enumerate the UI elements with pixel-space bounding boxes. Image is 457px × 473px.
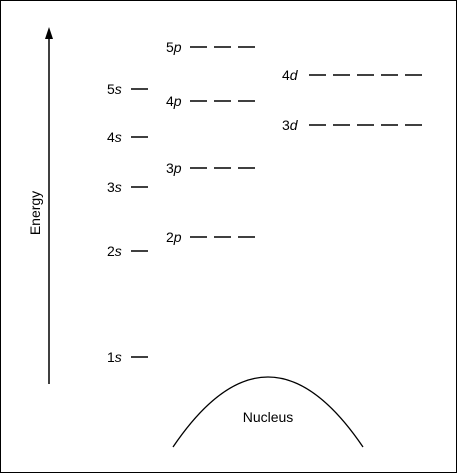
orbital-label-1s: 1s	[107, 349, 122, 365]
orbital-label-4s: 4s	[107, 129, 122, 145]
orbital-n: 3	[282, 117, 290, 133]
orbital-n: 2	[107, 243, 115, 259]
orbital-n: 4	[107, 129, 115, 145]
orbital-l: p	[173, 93, 182, 109]
orbital-label-2s: 2s	[107, 243, 122, 259]
orbital-l: d	[289, 67, 298, 83]
orbital-l: s	[114, 349, 122, 365]
orbital-label-3p: 3p	[166, 160, 182, 176]
energy-axis-label: Energy	[27, 190, 43, 236]
orbital-levels	[131, 46, 422, 358]
orbital-label-4p: 4p	[166, 93, 182, 109]
orbital-label-4d: 4d	[282, 67, 298, 83]
orbital-l: d	[289, 117, 298, 133]
orbital-l: s	[114, 81, 122, 97]
orbital-l: s	[114, 129, 122, 145]
orbital-n: 1	[107, 349, 115, 365]
orbital-label-5s: 5s	[107, 81, 122, 97]
orbital-n: 5	[107, 81, 115, 97]
orbital-l: p	[173, 160, 182, 176]
orbital-label-3d: 3d	[282, 117, 298, 133]
orbital-n: 4	[282, 67, 290, 83]
orbital-n: 3	[107, 179, 115, 195]
energy-axis	[45, 27, 53, 384]
nucleus-arc	[172, 376, 364, 448]
orbital-n: 3	[166, 160, 174, 176]
orbital-n: 5	[166, 39, 174, 55]
nucleus-label: Nucleus	[242, 409, 294, 425]
orbital-label-2p: 2p	[166, 229, 182, 245]
energy-arrowhead	[45, 27, 53, 39]
orbital-n: 4	[166, 93, 174, 109]
orbital-l: p	[173, 39, 182, 55]
orbital-n: 2	[166, 229, 174, 245]
orbital-label-3s: 3s	[107, 179, 122, 195]
orbital-label-5p: 5p	[166, 39, 182, 55]
orbital-l: s	[114, 179, 122, 195]
orbital-l: p	[173, 229, 182, 245]
orbital-l: s	[114, 243, 122, 259]
